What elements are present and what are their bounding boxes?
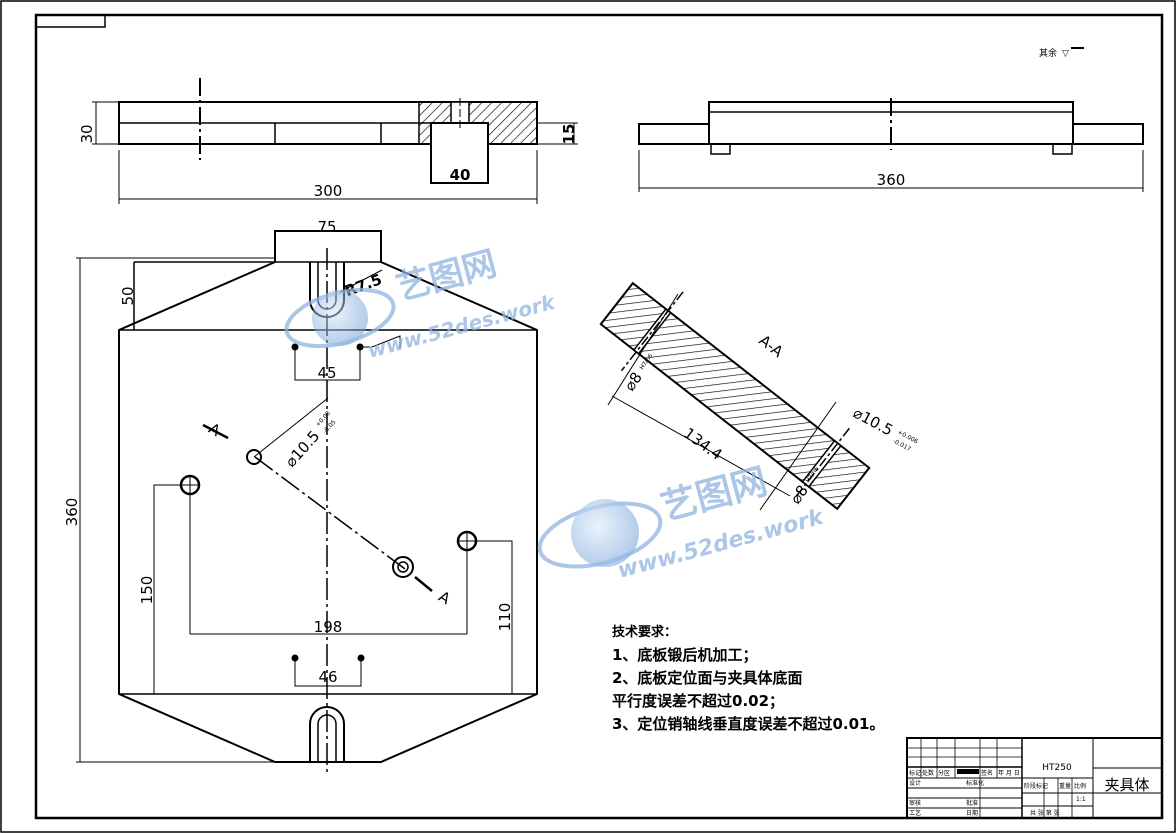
tb-row-label-2: 分区 <box>938 769 950 777</box>
notes-heading: 技术要求： <box>612 625 678 640</box>
tb-row-label-5: 年 月 日 <box>998 769 1020 777</box>
roughness-note: 其余 ▽ <box>1039 47 1084 59</box>
tb-stage-label-0: 阶段标记 <box>1024 782 1048 790</box>
tb-left-label-0: 设计 <box>909 779 921 787</box>
dim-15: 15 <box>560 124 578 145</box>
tb-row-label-0: 标记 <box>909 769 921 777</box>
dim-45: 45 <box>317 364 336 382</box>
watermark-middle: 艺图网 www.52des.work <box>537 461 827 584</box>
tb-stage-label-1: 重量 <box>1059 782 1071 790</box>
roughness-symbol-icon: ▽ <box>1062 49 1069 59</box>
tb-sheet: 共 张 第 张 <box>1030 809 1060 817</box>
dim-30: 30 <box>78 124 96 143</box>
dim-46: 46 <box>318 668 337 686</box>
notes-item-2: 2、底板定位面与夹具体底面 <box>612 669 803 687</box>
section-title: A-A <box>756 331 788 361</box>
tb-stage-label-2: 比例 <box>1074 782 1086 790</box>
title-block <box>906 737 1163 819</box>
tb-mid-label-2: 日期 <box>966 809 978 817</box>
section-marker-top: A <box>206 419 225 440</box>
pin1-callout: ⌀8 H7/n6 <box>621 352 655 395</box>
dim-360-side: 360 <box>877 171 906 189</box>
dim-50: 50 <box>119 286 137 305</box>
tb-mid-label-1: 批准 <box>966 799 978 807</box>
title-part-name: 夹具体 <box>1104 776 1149 794</box>
dim-40: 40 <box>450 166 471 184</box>
dim-198: 198 <box>314 618 343 636</box>
roughness-text: 其余 <box>1039 47 1057 59</box>
technical-requirements: 技术要求： 1、底板锻后机加工； 2、底板定位面与夹具体底面 平行度误差不超过0… <box>612 621 884 736</box>
watermark-middle-brand: 艺图网 <box>657 461 772 529</box>
tb-left-label-2: 工艺 <box>909 809 921 817</box>
dim-360: 360 <box>63 498 81 527</box>
tb-left-label-1: 审核 <box>909 799 921 807</box>
section-marker-bottom: A <box>436 587 455 608</box>
section-length-134: 134.4 <box>680 424 725 464</box>
notes-item-1: 1、底板锻后机加工； <box>612 646 758 664</box>
tb-scale: 1:1 <box>1076 796 1086 803</box>
dim-150: 150 <box>138 576 156 605</box>
hole-callout: ⌀10.5 +0.08 -0.05 <box>282 410 338 471</box>
title-material: HT250 <box>1042 763 1072 773</box>
tb-row-label-1: 处数 <box>922 769 934 777</box>
notes-item-4: 3、定位销轴线垂直度误差不超过0.01。 <box>612 715 885 733</box>
title-block-labels: 标记 处数 分区 签名 年 月 日 设计 审核 工艺 标准化 批准 日期 阶段标… <box>909 769 1086 817</box>
watermark-top-brand: 艺图网 <box>392 244 501 309</box>
side-view <box>638 98 1144 192</box>
tb-row-label-4: 签名 <box>981 769 993 777</box>
pin1-dia: ⌀8 <box>621 369 646 395</box>
notes-item-3: 平行度误差不超过0.02； <box>612 692 785 710</box>
hole-main-dia: ⌀10.5 <box>282 427 324 471</box>
section-view-aa <box>599 281 871 511</box>
dim-300: 300 <box>314 182 343 200</box>
section-hole-dia: ⌀10.5 <box>850 404 896 440</box>
dim-75: 75 <box>317 218 336 236</box>
front-view <box>92 78 578 204</box>
section-hole-callout: ⌀10.5 +0.006 -0.017 <box>850 404 919 453</box>
tb-mid-label-0: 标准化 <box>966 779 984 787</box>
dim-110: 110 <box>496 603 514 632</box>
